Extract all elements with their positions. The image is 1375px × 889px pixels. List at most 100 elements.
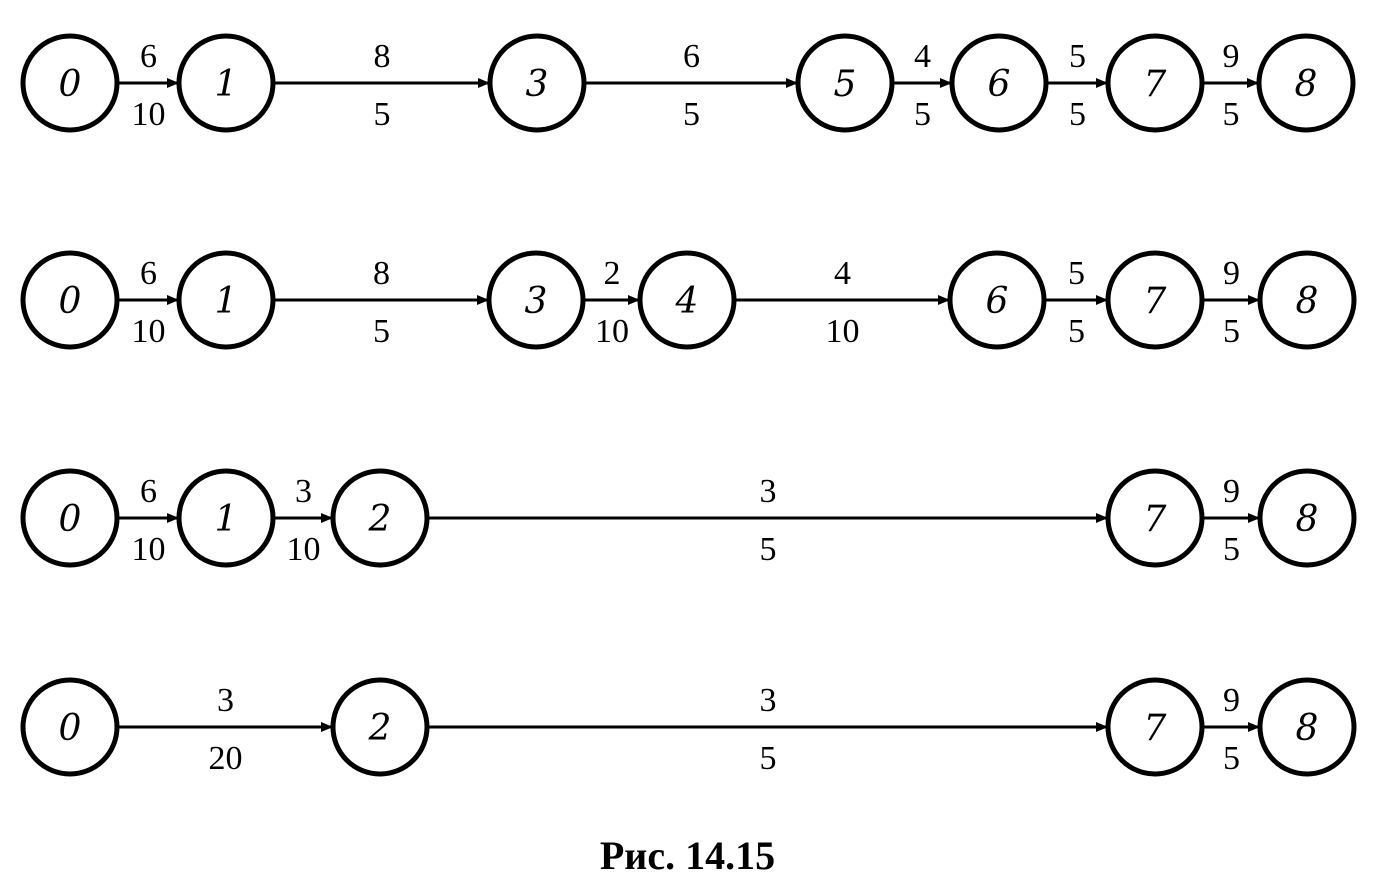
node-label: 8: [1295, 64, 1318, 105]
node-label: 7: [1144, 64, 1167, 105]
node-circle: [795, 33, 895, 133]
edge-label-bottom: 5: [373, 313, 390, 350]
node-circle: [176, 250, 276, 350]
node-label: 8: [1296, 281, 1319, 322]
node-label: 0: [59, 281, 82, 322]
event-node: 3: [486, 250, 586, 350]
edge-label-bottom: 5: [914, 96, 931, 133]
event-node: 6: [947, 250, 1047, 350]
event-node: 0: [20, 33, 120, 133]
event-node: 8: [1257, 250, 1357, 350]
edge-label-top: 9: [1223, 682, 1240, 719]
node-circle: [1256, 33, 1356, 133]
event-node: 7: [1105, 33, 1205, 133]
node-circle: [20, 468, 120, 568]
node-circle: [1105, 250, 1205, 350]
edge-label-top: 5: [1068, 255, 1085, 292]
node-label: 4: [675, 281, 699, 322]
node-circle: [486, 250, 586, 350]
edge-label-top: 9: [1223, 38, 1240, 75]
edge-label-bottom: 10: [132, 531, 166, 568]
node-circle: [947, 250, 1047, 350]
event-node: 8: [1256, 33, 1356, 133]
node-label: 8: [1296, 499, 1319, 540]
event-node: 1: [176, 468, 276, 568]
edge-label-bottom: 10: [132, 313, 166, 350]
event-node: 8: [1257, 677, 1357, 777]
node-circle: [20, 677, 120, 777]
node-label: 3: [526, 64, 549, 105]
event-node: 0: [20, 677, 120, 777]
node-label: 3: [525, 281, 548, 322]
node-circle: [20, 33, 120, 133]
node-circle: [1105, 468, 1205, 568]
node-label: 2: [368, 499, 392, 540]
node-label: 7: [1144, 281, 1167, 322]
event-node: 7: [1105, 677, 1205, 777]
node-circle: [176, 33, 276, 133]
node-label: 0: [59, 499, 82, 540]
event-node: 3: [487, 33, 587, 133]
event-node: 6: [949, 33, 1049, 133]
edge-label-bottom: 20: [209, 740, 243, 777]
edge-label-bottom: 10: [826, 313, 860, 350]
edge-label-top: 3: [295, 473, 312, 510]
edge-label-top: 8: [373, 255, 390, 292]
edge-label-bottom: 10: [132, 96, 166, 133]
node-label: 5: [834, 64, 857, 105]
node-label: 8: [1296, 708, 1319, 749]
node-circle: [330, 677, 430, 777]
edge-label-top: 9: [1223, 255, 1240, 292]
edge-label-top: 6: [683, 38, 700, 75]
event-node: 0: [20, 250, 120, 350]
node-label: 7: [1144, 708, 1167, 749]
edge-label-top: 6: [140, 38, 157, 75]
node-circle: [1257, 468, 1357, 568]
node-label: 6: [986, 281, 1009, 322]
node-circle: [487, 33, 587, 133]
node-circle: [1257, 250, 1357, 350]
edge-label-bottom: 5: [374, 96, 391, 133]
edge-label-top: 3: [760, 473, 777, 510]
edge-label-bottom: 5: [1223, 740, 1240, 777]
event-node: 2: [330, 677, 430, 777]
event-node: 5: [795, 33, 895, 133]
edge-label-top: 9: [1223, 473, 1240, 510]
edge-label-bottom: 5: [683, 96, 700, 133]
edge-label-bottom: 5: [1223, 96, 1240, 133]
node-label: 7: [1144, 499, 1167, 540]
edge-label-top: 4: [834, 255, 851, 292]
edge-label-bottom: 5: [1069, 96, 1086, 133]
node-circle: [20, 250, 120, 350]
edge-label-bottom: 5: [760, 740, 777, 777]
edge-label-top: 8: [374, 38, 391, 75]
edge-label-top: 6: [140, 473, 157, 510]
edge-label-bottom: 5: [760, 531, 777, 568]
edge-label-bottom: 10: [595, 313, 629, 350]
node-circle: [1105, 677, 1205, 777]
event-node: 1: [176, 250, 276, 350]
event-node: 1: [176, 33, 276, 133]
event-node: 4: [637, 250, 737, 350]
event-node: 0: [20, 468, 120, 568]
node-circle: [1105, 33, 1205, 133]
event-node: 2: [330, 468, 430, 568]
edge-label-top: 6: [140, 255, 157, 292]
node-label: 1: [215, 281, 238, 322]
node-label: 2: [368, 708, 392, 749]
edge-label-top: 3: [217, 682, 234, 719]
event-node: 7: [1105, 468, 1205, 568]
node-label: 0: [59, 64, 82, 105]
node-circle: [949, 33, 1049, 133]
edge-label-bottom: 5: [1223, 313, 1240, 350]
node-circle: [330, 468, 430, 568]
edge-label-bottom: 10: [287, 531, 321, 568]
edge-label-bottom: 5: [1223, 531, 1240, 568]
node-label: 6: [988, 64, 1011, 105]
node-label: 1: [215, 64, 238, 105]
event-node: 8: [1257, 468, 1357, 568]
node-circle: [637, 250, 737, 350]
edge-label-top: 5: [1069, 38, 1086, 75]
node-circle: [176, 468, 276, 568]
